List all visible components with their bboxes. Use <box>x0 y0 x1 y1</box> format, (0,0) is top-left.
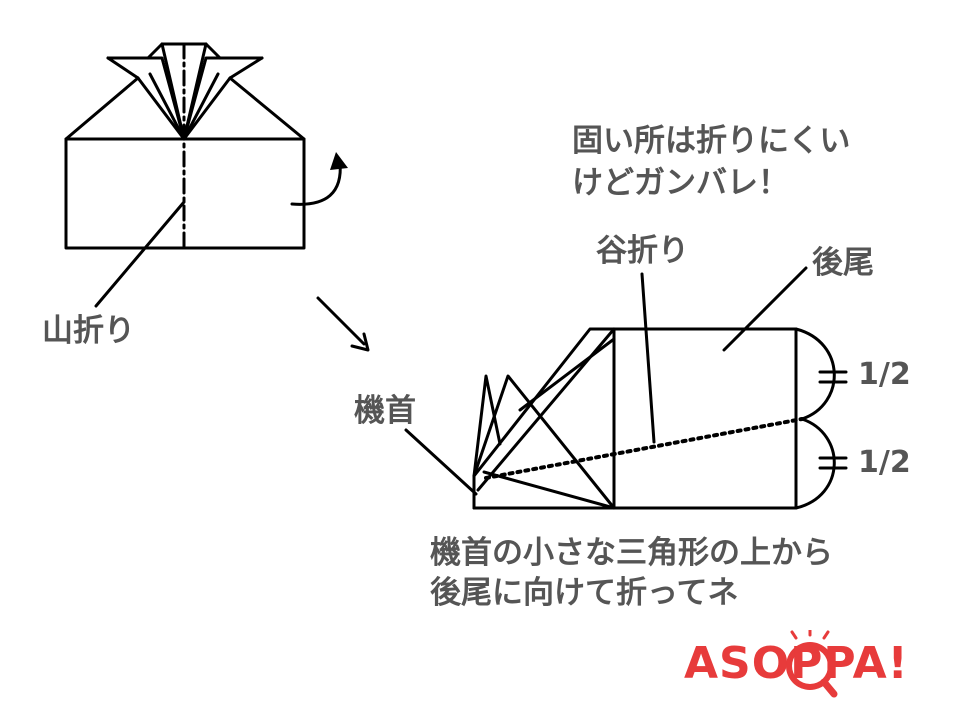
nose-leader <box>404 428 478 496</box>
asoppa-logo: ASOPPA! <box>684 628 912 700</box>
instruction-line-2: 後尾に向けて折ってネ <box>430 575 739 611</box>
half-label-top: 1/2 <box>858 357 911 392</box>
half-label-bottom: 1/2 <box>858 445 911 480</box>
tip-line-1: 固い所は折りにくい <box>572 123 851 159</box>
tail-leader <box>722 266 808 352</box>
step2-nose-flap-inner <box>472 374 616 510</box>
logo-text: ASOPPA! <box>684 638 909 689</box>
tip-line-2: けどガンバレ！ <box>572 165 789 201</box>
step-arrow-head <box>350 332 370 352</box>
nose-label: 機首 <box>354 393 416 429</box>
valley-fold-label: 谷折り <box>596 233 689 269</box>
fold-back-arrowhead <box>330 152 348 170</box>
valley-fold-line <box>484 417 804 480</box>
step2-side-view <box>404 266 848 510</box>
upper-half-brace <box>794 327 836 421</box>
lower-half-brace <box>794 417 836 510</box>
fold-back-arrow <box>290 160 342 206</box>
instruction-line-1: 機首の小さな三角形の上から <box>430 535 833 571</box>
step2-nose-flap <box>472 374 502 478</box>
step1-folded-paper <box>64 42 348 308</box>
valley-fold-leader <box>640 272 656 444</box>
tail-label: 後尾 <box>812 245 874 281</box>
mountain-fold-leader <box>94 200 186 308</box>
logo-magnifier-icon <box>786 628 838 698</box>
mountain-fold-label: 山折り <box>42 313 135 349</box>
step-arrow <box>316 296 366 346</box>
